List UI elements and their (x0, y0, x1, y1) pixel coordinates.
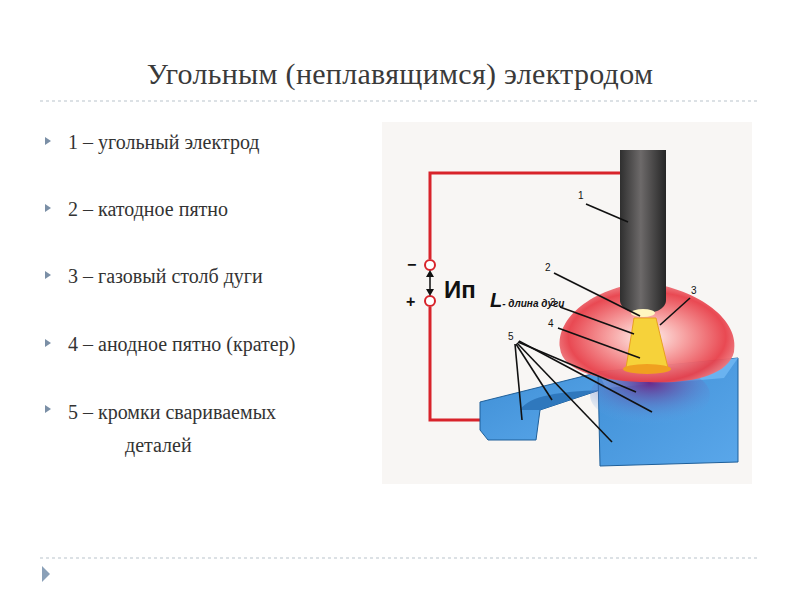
list-item: 2 – катодное пятно (68, 197, 228, 221)
callout-number: 4 (548, 318, 554, 330)
picture-ground (382, 122, 752, 484)
list-item: 3 – газовый столб дуги (68, 264, 263, 288)
terminal-minus (425, 260, 435, 270)
voltage-arrowheads (426, 270, 434, 296)
voltage-label: Ип (444, 276, 476, 305)
arc-length-label: L- длина дуги (490, 288, 564, 312)
callout-number: 3 (691, 285, 697, 297)
nav-arrow (42, 566, 50, 582)
anode-crater (623, 364, 671, 374)
arc-column (626, 318, 668, 368)
list-item: 1 – угольный электрод (68, 130, 260, 154)
polarity-sign: − (407, 255, 416, 274)
leader-lines (515, 204, 690, 442)
carbon-electrode (620, 150, 666, 314)
bullets (45, 137, 51, 413)
callout-number: 5 (508, 331, 514, 343)
footer-rule (40, 557, 760, 558)
list-item: 4 – анодное пятно (кратер) (68, 332, 295, 356)
slide-title: Угольным (неплавящимся) электродом (147, 56, 653, 92)
callout-number: 2 (545, 262, 551, 274)
polarity-sign: + (406, 292, 415, 311)
terminal-plus (425, 296, 435, 306)
workpiece-left (480, 372, 606, 440)
title-rule (40, 100, 760, 101)
list-item: 5 – кромки свариваемых деталей (68, 396, 325, 462)
callout-number: 1 (578, 190, 584, 202)
